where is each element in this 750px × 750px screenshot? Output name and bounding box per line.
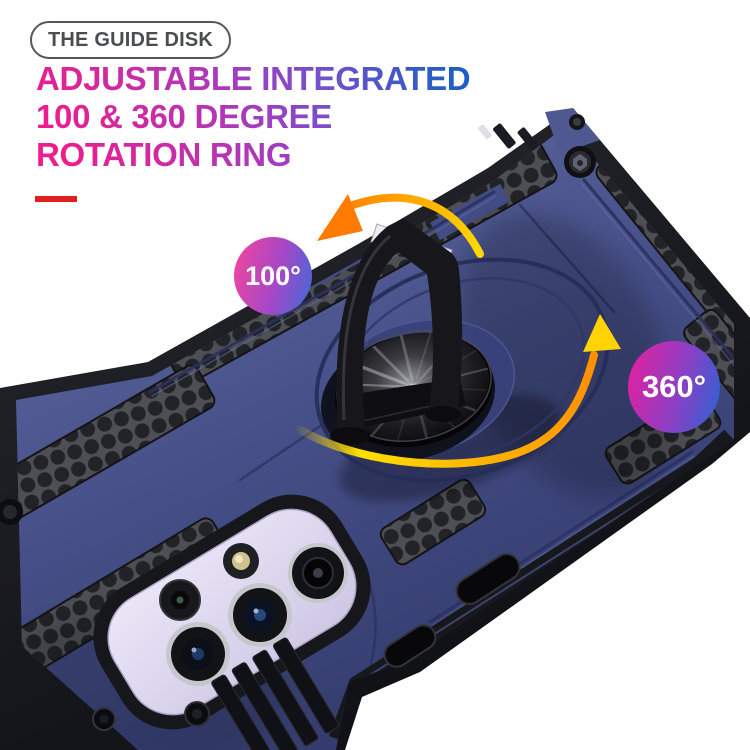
guide-disk-badge: THE GUIDE DISK <box>30 21 232 59</box>
edge-screw-bottom <box>184 701 210 727</box>
callout-100-label: 100° <box>245 260 301 291</box>
headphone-jack-hole <box>92 707 116 731</box>
headline-line-1: ADJUSTABLE INTEGRATED <box>36 60 471 97</box>
callout-360-label: 360° <box>641 369 707 404</box>
headline-line-3: ROTATION RING <box>36 136 292 173</box>
ring-arch-highlight <box>341 234 391 421</box>
spin-arrow-360-icon <box>296 314 621 468</box>
camera-lens-bottom <box>166 622 230 686</box>
ring-foot-left <box>330 427 370 445</box>
callout-100-degree: 100° <box>234 237 312 315</box>
headline-line-2: 100 & 360 DEGREE <box>36 98 333 135</box>
camera-lens-middle <box>228 583 292 647</box>
corner-screw <box>564 146 596 178</box>
red-divider <box>35 196 77 202</box>
ring-kickstand <box>320 218 496 462</box>
side-button-slots <box>383 553 521 668</box>
flip-arrow-100-icon <box>317 193 484 258</box>
camera-module <box>93 494 371 730</box>
camera-lens-depth <box>159 579 201 621</box>
ribbed-side-grip <box>211 637 340 750</box>
guide-disk-badge-label: THE GUIDE DISK <box>48 29 214 51</box>
case-surface-detail <box>16 139 734 750</box>
edge-screw-top <box>569 114 585 130</box>
flash-led <box>223 543 259 579</box>
case-corner-face <box>545 108 600 154</box>
callout-360-degree: 360° <box>628 341 720 433</box>
hardware-details <box>0 114 596 750</box>
ring-arch <box>336 218 463 434</box>
edge-screw-left <box>0 499 23 525</box>
top-edge-tabs <box>478 123 539 151</box>
ring-foot-right <box>425 406 461 422</box>
camera-lens-top <box>288 543 348 603</box>
rotation-arrows <box>296 193 621 468</box>
